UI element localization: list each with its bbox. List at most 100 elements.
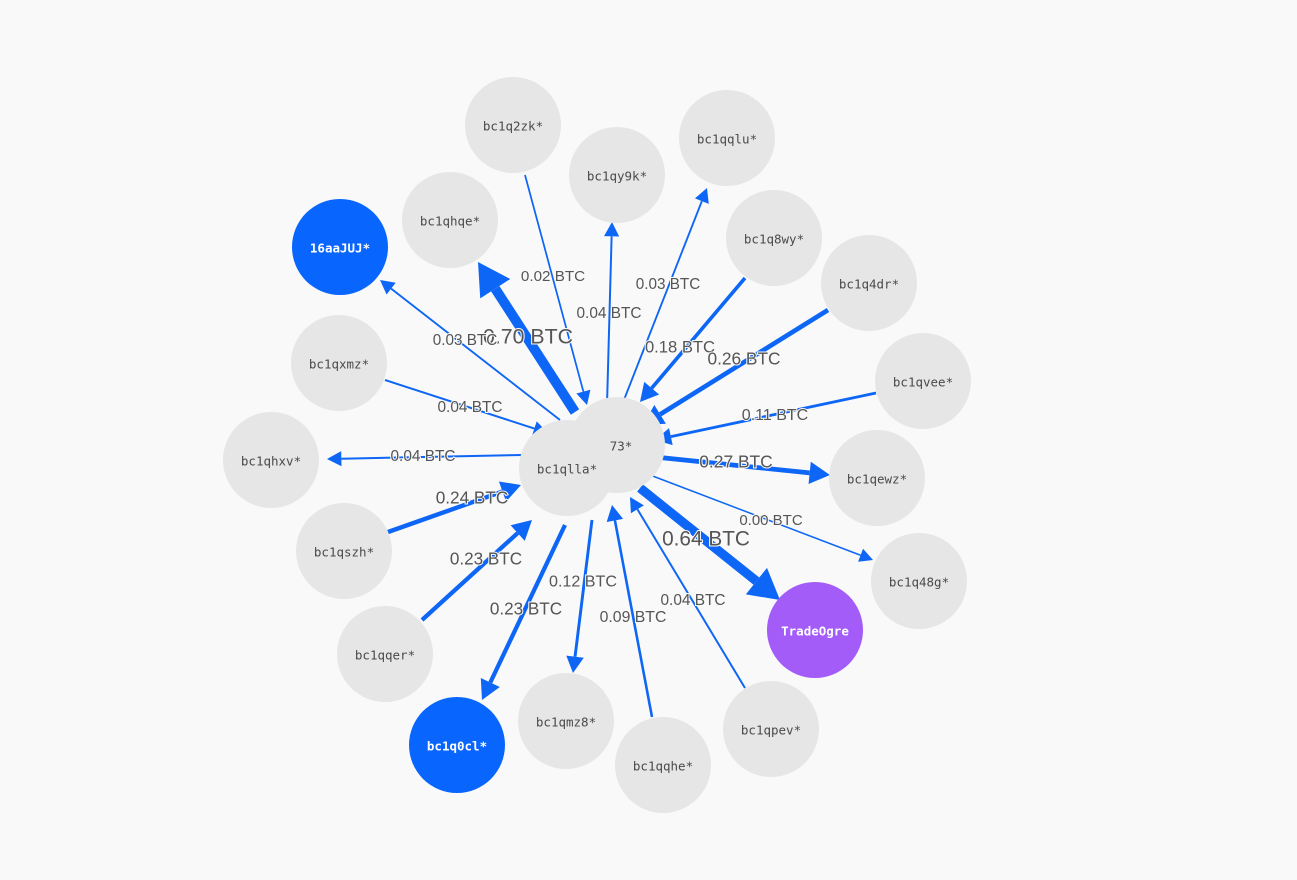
- node-ny9k[interactable]: [569, 127, 665, 223]
- node-nqhe[interactable]: [615, 717, 711, 813]
- node-center2[interactable]: [569, 397, 665, 493]
- edge-center-n16aa[interactable]: [380, 280, 561, 421]
- node-label: bc1qpev*: [741, 723, 801, 738]
- node-n4dr[interactable]: [821, 235, 917, 331]
- node-label: bc1qqer*: [355, 648, 415, 663]
- edge-npev-center[interactable]: [630, 497, 746, 689]
- edge-line[interactable]: [619, 200, 703, 411]
- edge-label: 0.23 BTC: [450, 550, 522, 569]
- node-nhqe[interactable]: [402, 172, 498, 268]
- node-newz[interactable]: [829, 430, 925, 526]
- edge-label: 0.26 BTC: [708, 349, 781, 369]
- edge-line[interactable]: [524, 174, 585, 392]
- node-nxmz[interactable]: [291, 315, 387, 411]
- node-n16aa[interactable]: [292, 199, 388, 295]
- node-label: bc1q8wy*: [744, 232, 804, 247]
- node-label: bc1q0cl*: [427, 739, 487, 754]
- node-label: bc1qszh*: [314, 545, 374, 560]
- edge-center-nhxv[interactable]: [327, 451, 523, 467]
- edge-line[interactable]: [649, 474, 861, 556]
- edge-line[interactable]: [606, 236, 613, 406]
- node-label: TradeOgre: [781, 624, 849, 639]
- edge-label: 0.09 BTC: [600, 609, 667, 626]
- edge-label: 0.64 BTC: [662, 528, 750, 551]
- node-label: bc1q48g*: [889, 575, 949, 590]
- edge-label: 0.04 BTC: [437, 399, 502, 416]
- edge-label: 0.02 BTC: [521, 268, 585, 285]
- node-label: bc1qy9k*: [587, 169, 647, 184]
- edge-center-newz[interactable]: [654, 454, 830, 485]
- node-ntrade[interactable]: [767, 582, 863, 678]
- edge-center-n48g[interactable]: [649, 474, 873, 562]
- edge-label: 0.70 BTC: [483, 325, 573, 349]
- node-label: 73*: [610, 439, 633, 454]
- edge-nqhe-center[interactable]: [606, 505, 654, 718]
- edge-line[interactable]: [670, 391, 877, 439]
- edge-center-n0cl[interactable]: [480, 524, 567, 700]
- arrowhead-icon: [380, 280, 396, 295]
- edge-line[interactable]: [636, 508, 746, 689]
- node-nszh[interactable]: [296, 503, 392, 599]
- edge-center-nqlu[interactable]: [619, 188, 709, 411]
- edge-line[interactable]: [573, 519, 594, 657]
- edge-line[interactable]: [488, 524, 567, 684]
- node-label: bc1qqhe*: [633, 759, 693, 774]
- node-label: bc1qewz*: [847, 472, 907, 487]
- edge-line[interactable]: [637, 484, 760, 585]
- edge-line[interactable]: [491, 285, 580, 415]
- node-labels-layer: bc1qlla*73*bc1q2zk*bc1qy9k*bc1qqlu*bc1qh…: [241, 119, 953, 774]
- edge-label: 0.04 BTC: [390, 448, 455, 465]
- edge-label: 0.18 BTC: [645, 337, 715, 356]
- edge-nqer-center[interactable]: [420, 520, 532, 622]
- edge-line[interactable]: [390, 287, 561, 421]
- node-label: bc1qlla*: [537, 462, 597, 477]
- edge-label: 0.24 BTC: [436, 488, 509, 508]
- node-label: bc1q4dr*: [839, 277, 899, 292]
- node-n0cl[interactable]: [409, 697, 505, 793]
- arrowhead-icon: [566, 655, 584, 673]
- arrowhead-icon: [510, 520, 532, 541]
- arrowhead-icon: [808, 461, 830, 485]
- edge-line[interactable]: [613, 520, 654, 718]
- edge-line[interactable]: [384, 379, 535, 430]
- edge-center-nhqe[interactable]: [478, 262, 580, 415]
- edge-center-ny9k[interactable]: [604, 222, 620, 406]
- edge-label: 0.27 BTC: [699, 452, 772, 472]
- edge-line[interactable]: [341, 454, 523, 460]
- node-nmz8[interactable]: [518, 673, 614, 769]
- arrowhead-icon: [745, 567, 780, 600]
- node-label: bc1qmz8*: [536, 715, 596, 730]
- edge-label: 0.04 BTC: [660, 592, 725, 609]
- node-n8wy[interactable]: [726, 190, 822, 286]
- node-nqlu[interactable]: [679, 90, 775, 186]
- edge-line[interactable]: [387, 489, 504, 535]
- edge-nszh-center[interactable]: [387, 481, 521, 535]
- nodes-layer: [223, 77, 971, 813]
- arrowhead-icon: [858, 548, 873, 562]
- node-label: bc1qvee*: [893, 375, 953, 390]
- edge-n8wy-center[interactable]: [640, 276, 747, 402]
- arrowhead-icon: [478, 262, 511, 299]
- edge-center-nmz8[interactable]: [566, 519, 594, 673]
- edge-line[interactable]: [654, 454, 810, 476]
- edge-center-ntrade[interactable]: [637, 484, 780, 600]
- node-n2zk[interactable]: [465, 77, 561, 173]
- node-nvee[interactable]: [875, 333, 971, 429]
- edge-line[interactable]: [650, 276, 747, 390]
- edge-n2zk-center[interactable]: [524, 174, 591, 405]
- edge-line[interactable]: [420, 531, 520, 622]
- node-nqer[interactable]: [337, 606, 433, 702]
- node-label: bc1qhxv*: [241, 454, 301, 469]
- edge-label: 0.12 BTC: [549, 572, 617, 590]
- edge-line[interactable]: [658, 308, 830, 417]
- edge-label: 0.23 BTC: [490, 600, 562, 619]
- node-n48g[interactable]: [871, 533, 967, 629]
- arrowhead-icon: [576, 389, 591, 405]
- node-nhxv[interactable]: [223, 412, 319, 508]
- node-label: bc1q2zk*: [483, 119, 543, 134]
- arrowhead-icon: [480, 677, 500, 700]
- edge-label: 0.00 BTC: [739, 512, 803, 529]
- node-npev[interactable]: [723, 681, 819, 777]
